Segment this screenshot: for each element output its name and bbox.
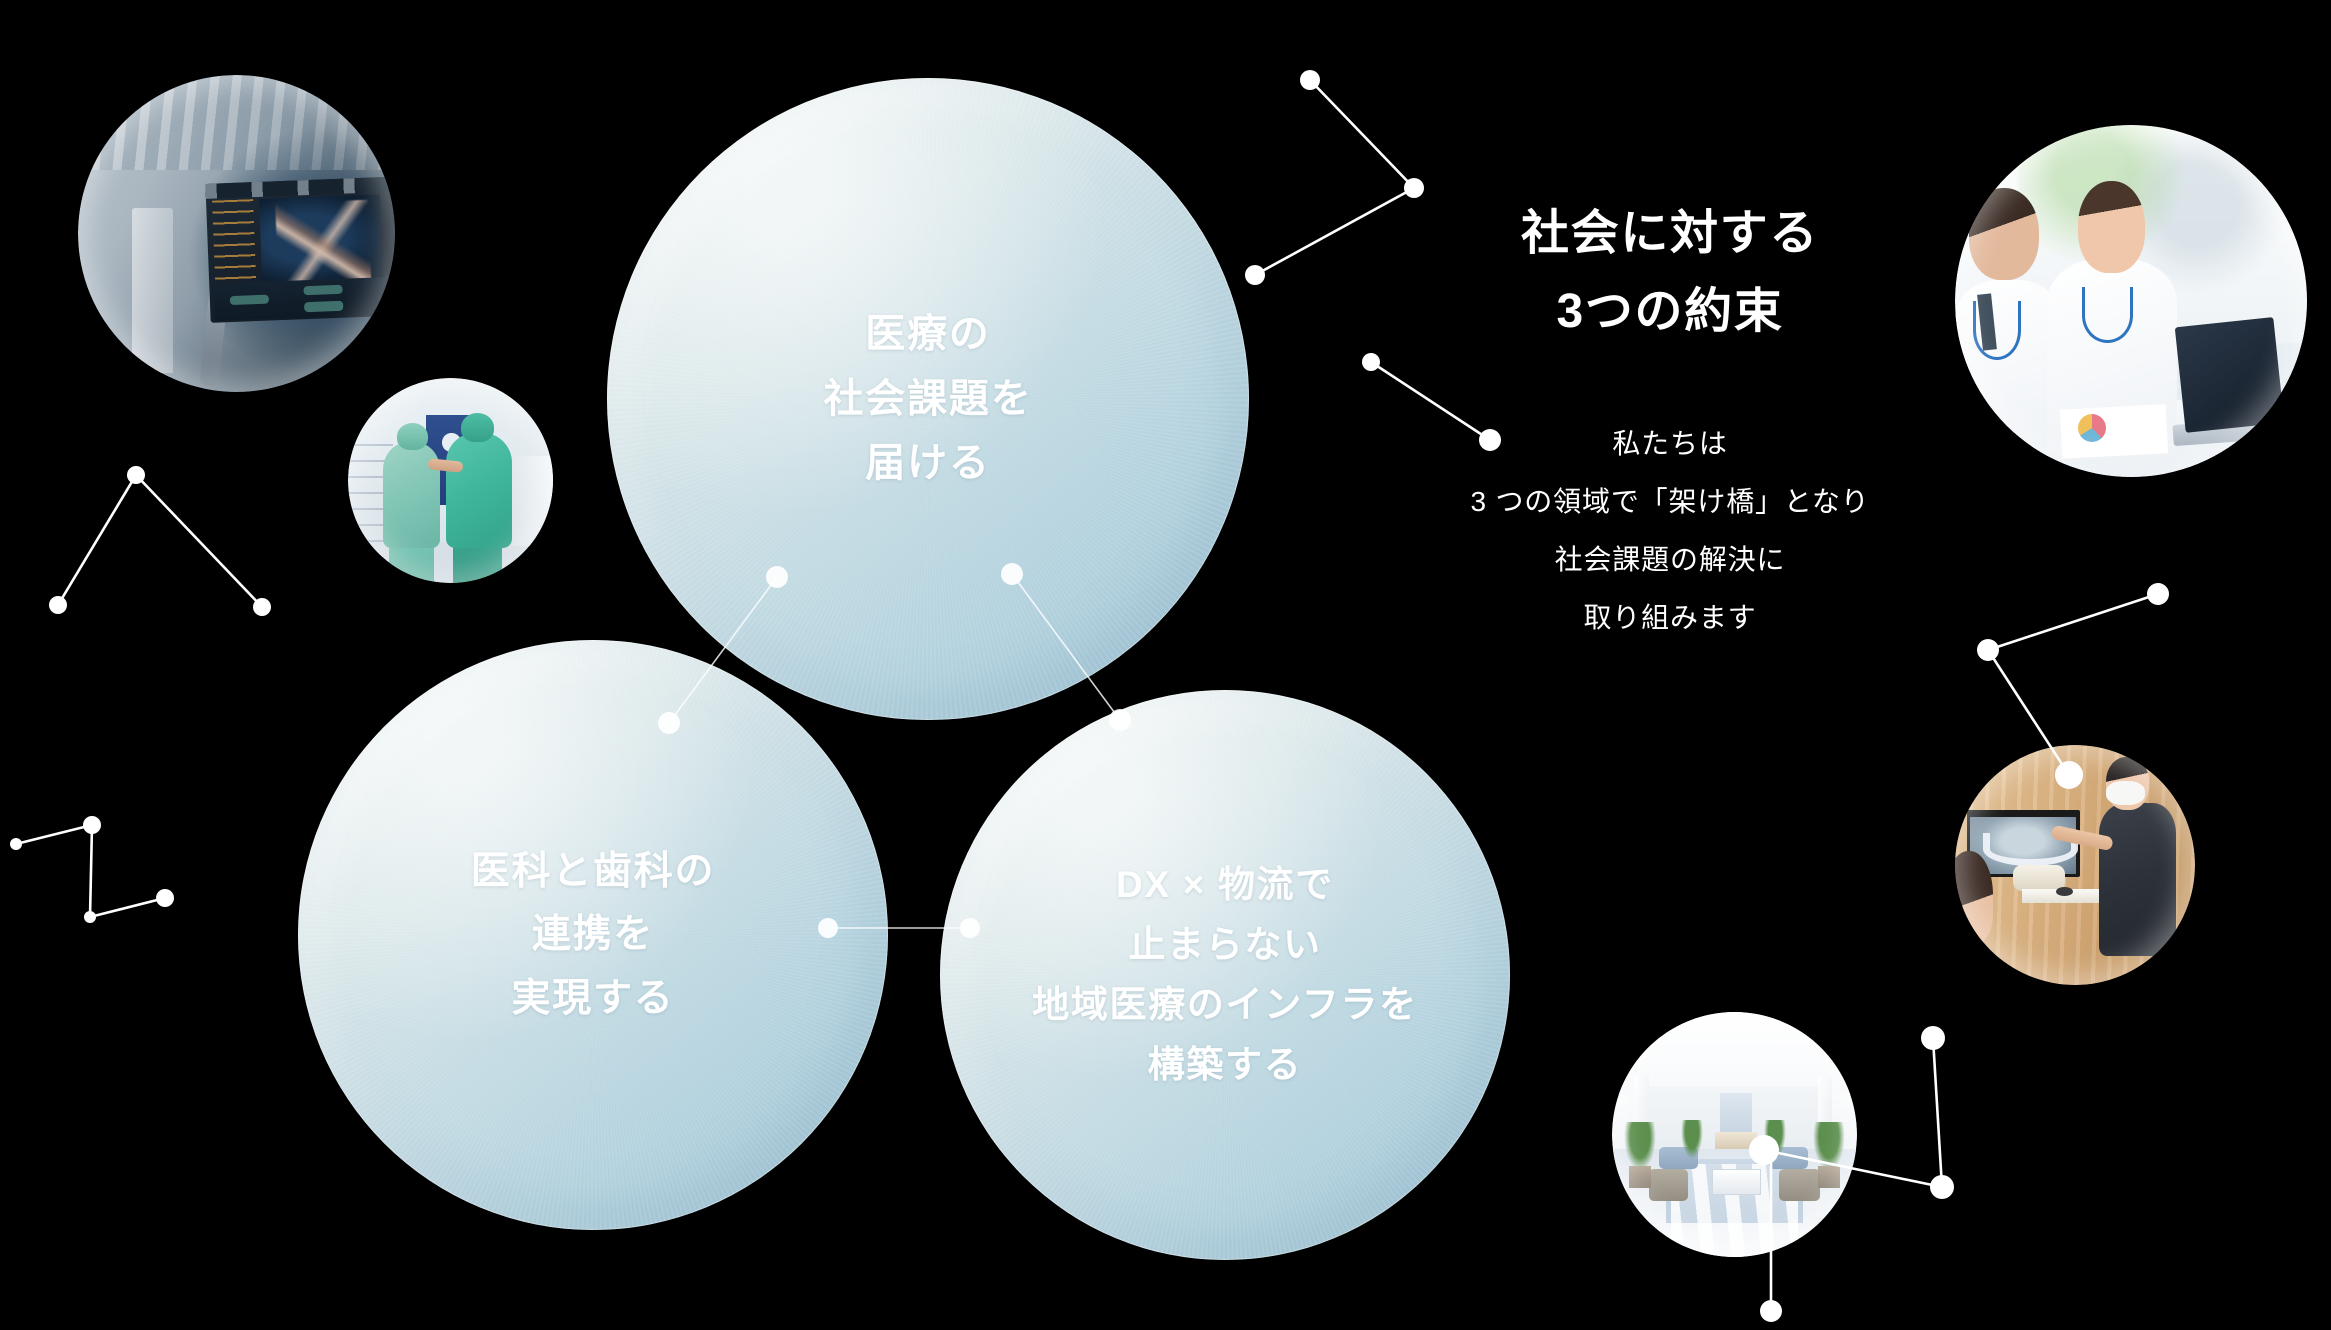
promise-bubble-dental[interactable]: 医科と歯科の 連携を 実現する [298,640,888,1230]
connector-node [1760,1300,1782,1322]
photo-dental-edge-fade [1955,745,2195,985]
photo-dental-tray [2022,889,2102,904]
photo-imaging-scene [78,75,395,392]
photo-imaging-ceiling [78,75,395,171]
photo-lobby-reception-counter [1714,1132,1757,1150]
photo-surgeons-surgical-cap [397,423,428,450]
promise-copy-block: 社会に対する 3つの約束 私たちは 3 つの領域で「架け橋」となり 社会課題の解… [1430,195,1910,647]
connector-node [2147,583,2169,605]
connector-line-top-right-chevron [1254,79,1417,277]
promise-bubble-dental-label: 医科と歯科の 連携を 実現する [470,850,716,1020]
photo-doctors-scene [1955,125,2307,477]
photo-dental-dentist-body [2099,802,2176,957]
connector-node [127,466,145,484]
photo-doctors-pie-chart [2078,413,2107,442]
photo-dental-jaw-arch [1983,832,2078,867]
connector-node [83,816,101,834]
connector-node [49,596,67,614]
page-description: 私たちは 3 つの領域で「架け橋」となり 社会課題の解決に 取り組みます [1470,427,1870,634]
photo-imaging-pillar [131,208,174,373]
promise-bubble-medical-label: 医療の 社会課題を 届ける [823,311,1033,486]
photo-surgeons-shelving [512,455,553,547]
photo-surgeons-edge-fade [348,378,553,583]
photo-two-doctors-with-laptop [1955,125,2307,477]
photo-lobby-plant [1680,1119,1703,1159]
photo-lobby-planter [1629,1166,1652,1189]
bubble-fill [940,690,1510,1260]
photo-doctors-head [2078,181,2146,273]
photo-doctors-stethoscope [2081,286,2134,343]
connector-node [1300,70,1320,90]
connector-node [1977,639,1999,661]
photo-dental-face-mask [2106,781,2145,805]
photo-surgeons-scrub-torso [446,433,512,549]
connector-node [84,911,96,923]
photo-hospital-lobby-waiting-area [1612,1012,1857,1257]
connector-node [156,889,174,907]
photo-medical-imaging-workstation [78,75,395,392]
promise-bubble-logistics-label: DX × 物流で 止まらない 地域医療のインフラを 構築する [1032,864,1418,1085]
photo-dental-patient-head [1955,850,1994,942]
page-title: 社会に対する 3つの約束 [1520,207,1820,338]
connector-node [10,838,22,850]
promise-bubble-medical[interactable]: 医療の 社会課題を 届ける [607,78,1249,720]
photo-lobby-edge-fade [1612,1012,1857,1257]
bubble-fill [298,640,888,1230]
photo-surgeons-scene [348,378,553,583]
photo-dentist-explaining-xray [1955,745,2195,985]
photo-dental-scanner-arm [2012,865,2066,892]
bubble-grain-texture [298,640,888,1230]
photo-surgeons-surgical-cap [460,412,494,442]
photo-dental-mouse [2055,886,2073,897]
photo-lobby-plant [1624,1122,1657,1172]
bubble-grain-texture [940,690,1510,1260]
photo-surgical-staff-corridor [348,378,553,583]
photo-doctors-stethoscope [1972,301,2021,361]
connector-node [1362,353,1380,371]
connector-line-top-left-chevron [56,472,263,608]
connector-node [1921,1026,1945,1050]
connector-node [1245,265,1265,285]
promise-bubble-logistics[interactable]: DX × 物流で 止まらない 地域医療のインフラを 構築する [940,690,1510,1260]
photo-doctors-edge-fade [1955,125,2307,477]
connector-node [1930,1175,1954,1199]
connector-node [253,598,271,616]
connector-line-mid-left-zigzag [15,823,166,919]
photo-lobby-wall-art [1719,1092,1752,1133]
photo-doctors-head [1969,188,2040,280]
photo-imaging-edge-fade [78,75,395,392]
photo-lobby-armchair [1648,1168,1688,1201]
connector-node [1404,178,1424,198]
photo-lobby-coffee-table [1712,1168,1761,1196]
